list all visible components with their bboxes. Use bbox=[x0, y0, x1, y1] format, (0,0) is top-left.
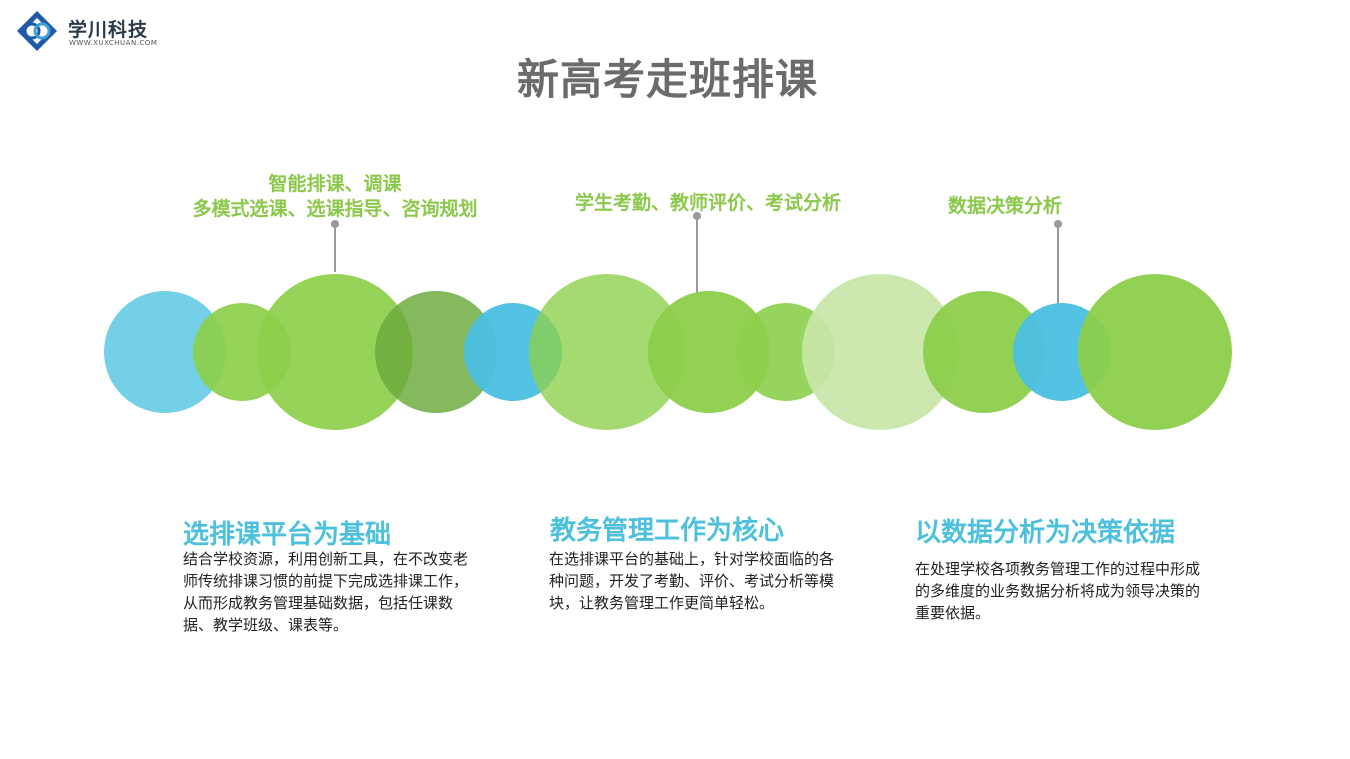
section-1-body: 结合学校资源，利用创新工具，在不改变老师传统排课习惯的前提下完成选排课工作，从而… bbox=[183, 550, 469, 634]
callout-2: 学生考勤、教师评价、考试分析 bbox=[548, 191, 868, 216]
circle-12 bbox=[1078, 274, 1232, 430]
page-title: 新高考走班排课 bbox=[516, 55, 818, 104]
section-3-title: 以数据分析为决策依据 bbox=[915, 518, 1176, 548]
logo-company-name: 学川科技 bbox=[68, 19, 149, 41]
callout-1-connector bbox=[334, 224, 336, 272]
circle-7 bbox=[648, 291, 770, 413]
circle-2 bbox=[193, 303, 291, 401]
callout-3: 数据决策分析 bbox=[915, 194, 1095, 219]
circle-8 bbox=[737, 303, 835, 401]
callout-2-line1: 学生考勤、教师评价、考试分析 bbox=[574, 192, 841, 214]
circle-10 bbox=[923, 291, 1045, 413]
logo-url: WWW.XUXCHUAN.COM bbox=[69, 39, 158, 47]
callout-3-connector bbox=[1057, 224, 1059, 304]
circle-6 bbox=[529, 274, 685, 430]
circle-11 bbox=[1013, 303, 1111, 401]
callout-1: 智能排课、调课 多模式选课、选课指导、咨询规划 bbox=[175, 172, 495, 222]
logo-diamond-icon bbox=[17, 11, 57, 51]
section-2-title: 教务管理工作为核心 bbox=[550, 516, 785, 546]
circle-1 bbox=[104, 291, 226, 413]
callout-2-connector bbox=[696, 216, 698, 294]
callout-1-line1: 智能排课、调课 bbox=[268, 173, 402, 195]
callout-1-line2: 多模式选课、选课指导、咨询规划 bbox=[192, 198, 478, 220]
section-3-body: 在处理学校各项教务管理工作的过程中形成的多维度的业务数据分析将成为领导决策的重要… bbox=[915, 560, 1201, 622]
company-logo: 学川科技 WWW.XUXCHUAN.COM bbox=[16, 10, 166, 52]
circle-4 bbox=[375, 291, 497, 413]
circle-3 bbox=[257, 274, 413, 430]
circle-5 bbox=[464, 303, 562, 401]
section-2-body: 在选排课平台的基础上，针对学校面临的各种问题，开发了考勤、评价、考试分析等模块，… bbox=[549, 550, 835, 612]
callout-3-line1: 数据决策分析 bbox=[947, 195, 1062, 217]
circle-9 bbox=[802, 274, 958, 430]
section-1-title: 选排课平台为基础 bbox=[183, 520, 392, 550]
